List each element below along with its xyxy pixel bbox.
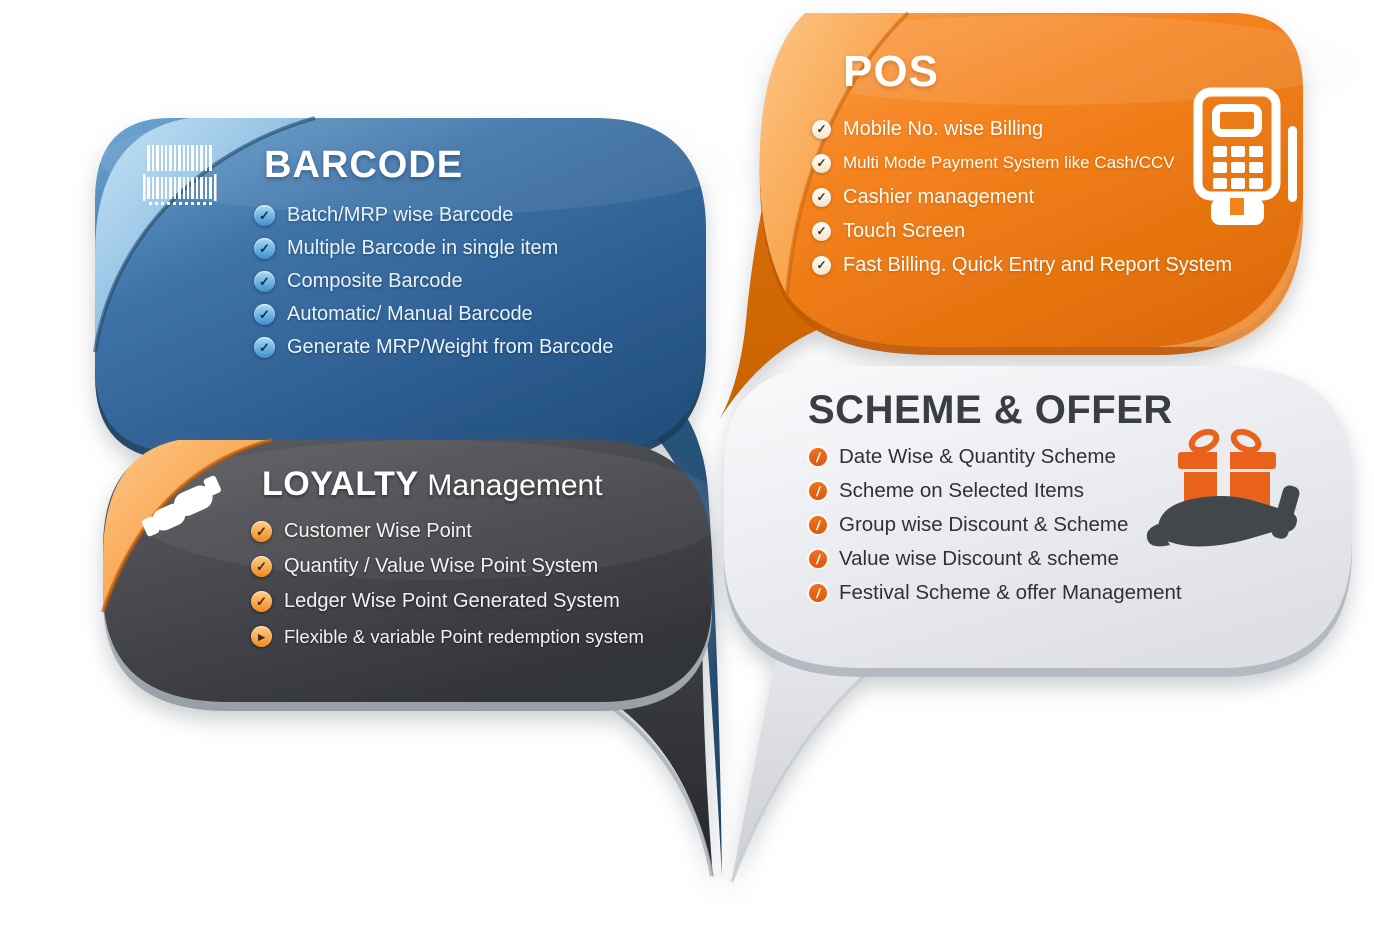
scheme-panel-title: SCHEME & OFFER bbox=[808, 388, 1173, 432]
loyalty-title-bold: LOYALTY bbox=[262, 465, 419, 503]
list-item-text: Scheme on Selected Items bbox=[839, 479, 1084, 502]
check-icon: ✓ bbox=[812, 119, 831, 139]
check-icon: ✓ bbox=[254, 337, 275, 358]
loyalty-flap-edge bbox=[101, 438, 273, 613]
check-icon: ✓ bbox=[251, 521, 272, 542]
loyalty-title-rest: Management bbox=[427, 469, 603, 502]
check-icon: ✓ bbox=[251, 556, 272, 577]
list-item-text: Batch/MRP wise Barcode bbox=[287, 204, 514, 226]
list-item-text: Flexible & variable Point redemption sys… bbox=[284, 625, 644, 647]
check-icon: ✓ bbox=[254, 238, 275, 259]
loyalty-bubble-sheen bbox=[130, 440, 730, 580]
list-item: / Value wise Discount & scheme bbox=[809, 542, 1182, 576]
loyalty-bubble-flap bbox=[103, 440, 272, 612]
list-item-text: Festival Scheme & offer Management bbox=[839, 581, 1182, 604]
barcode-flap-edge bbox=[93, 116, 316, 353]
list-item-text: Fast Billing. Quick Entry and Report Sys… bbox=[843, 253, 1233, 276]
list-item-text: Touch Screen bbox=[843, 219, 966, 242]
pos-corner-curl bbox=[1150, 195, 1304, 347]
list-item: ✓ Composite Barcode bbox=[254, 265, 613, 298]
list-item-text: Date Wise & Quantity Scheme bbox=[839, 445, 1116, 468]
list-item: ✓ Fast Billing. Quick Entry and Report S… bbox=[812, 248, 1232, 282]
list-item-text: Customer Wise Point bbox=[284, 520, 472, 542]
list-item: ✓ Batch/MRP wise Barcode bbox=[254, 199, 613, 232]
check-icon: ✓ bbox=[812, 187, 831, 207]
scheme-bubble-shape bbox=[724, 366, 1352, 884]
list-item: / Group wise Discount & Scheme bbox=[809, 508, 1182, 542]
barcode-bubble-flap bbox=[95, 118, 315, 352]
pos-terminal-icon bbox=[1193, 87, 1297, 225]
check-icon: ✓ bbox=[812, 221, 831, 241]
list-item: ✓ Automatic/ Manual Barcode bbox=[254, 298, 613, 331]
list-item: ✓ Quantity / Value Wise Point System bbox=[251, 549, 644, 584]
list-item-text: Ledger Wise Point Generated System bbox=[284, 590, 620, 612]
list-item: ✓ Customer Wise Point bbox=[251, 514, 644, 549]
loyalty-bubble-shape bbox=[101, 438, 730, 878]
list-item: ✓ Generate MRP/Weight from Barcode bbox=[254, 331, 613, 364]
list-item: ✓ Cashier management bbox=[812, 180, 1232, 214]
list-item: ✓ Multiple Barcode in single item bbox=[254, 232, 613, 265]
scheme-bubble-tail bbox=[731, 645, 900, 884]
list-item: ✓ Ledger Wise Point Generated System bbox=[251, 584, 644, 619]
barcode-feature-list: ✓ Batch/MRP wise Barcode ✓ Multiple Barc… bbox=[254, 199, 613, 364]
bullet-icon: / bbox=[809, 448, 827, 466]
pos-feature-list: ✓ Mobile No. wise Billing ✓ Multi Mode P… bbox=[812, 112, 1232, 282]
list-item-text: Multiple Barcode in single item bbox=[287, 237, 559, 259]
handshake-icon bbox=[141, 475, 221, 537]
bullet-icon: / bbox=[809, 482, 827, 500]
pos-panel-title: POS bbox=[843, 47, 939, 96]
check-icon: ✓ bbox=[812, 153, 831, 173]
loyalty-panel-title: LOYALTY Management bbox=[262, 467, 603, 501]
list-item: ▸ Flexible & variable Point redemption s… bbox=[251, 619, 644, 654]
list-item: ✓ Mobile No. wise Billing bbox=[812, 112, 1232, 146]
list-item-text: Group wise Discount & Scheme bbox=[839, 513, 1129, 536]
loyalty-feature-list: ✓ Customer Wise Point ✓ Quantity / Value… bbox=[251, 514, 644, 654]
list-item: / Date Wise & Quantity Scheme bbox=[809, 440, 1182, 474]
list-item-text: Quantity / Value Wise Point System bbox=[284, 555, 599, 577]
check-icon: ✓ bbox=[812, 255, 831, 275]
list-item-text: Value wise Discount & scheme bbox=[839, 547, 1119, 570]
list-item: / Scheme on Selected Items bbox=[809, 474, 1182, 508]
bullet-icon: / bbox=[809, 550, 827, 568]
list-item-text: Composite Barcode bbox=[287, 270, 463, 292]
scheme-feature-list: / Date Wise & Quantity Scheme / Scheme o… bbox=[809, 440, 1182, 610]
bullet-icon: / bbox=[809, 516, 827, 534]
bullet-icon: / bbox=[809, 584, 827, 602]
list-item-text: Multi Mode Payment System like Cash/CCV bbox=[843, 153, 1175, 172]
pos-card-notch bbox=[1230, 198, 1244, 215]
list-item-text: Cashier management bbox=[843, 185, 1035, 208]
pos-flap-edge bbox=[785, 11, 910, 296]
list-item: ✓ Multi Mode Payment System like Cash/CC… bbox=[812, 146, 1232, 180]
list-item-text: Automatic/ Manual Barcode bbox=[287, 303, 533, 325]
barcode-bubble-shape bbox=[93, 105, 740, 876]
list-item: / Festival Scheme & offer Management bbox=[809, 576, 1182, 610]
list-item: ✓ Touch Screen bbox=[812, 214, 1232, 248]
pos-bubble-sheen bbox=[750, 15, 1350, 105]
arrow-icon: ▸ bbox=[251, 626, 272, 647]
check-icon: ✓ bbox=[254, 271, 275, 292]
barcode-panel-title: BARCODE bbox=[264, 144, 464, 186]
check-icon: ✓ bbox=[254, 304, 275, 325]
barcode-icon bbox=[143, 145, 217, 205]
pos-bubble-shape bbox=[719, 11, 1350, 420]
gift-in-hand-icon bbox=[1146, 428, 1300, 547]
list-item-text: Generate MRP/Weight from Barcode bbox=[287, 336, 614, 358]
check-icon: ✓ bbox=[251, 591, 272, 612]
list-item-text: Mobile No. wise Billing bbox=[843, 117, 1044, 140]
check-icon: ✓ bbox=[254, 205, 275, 226]
